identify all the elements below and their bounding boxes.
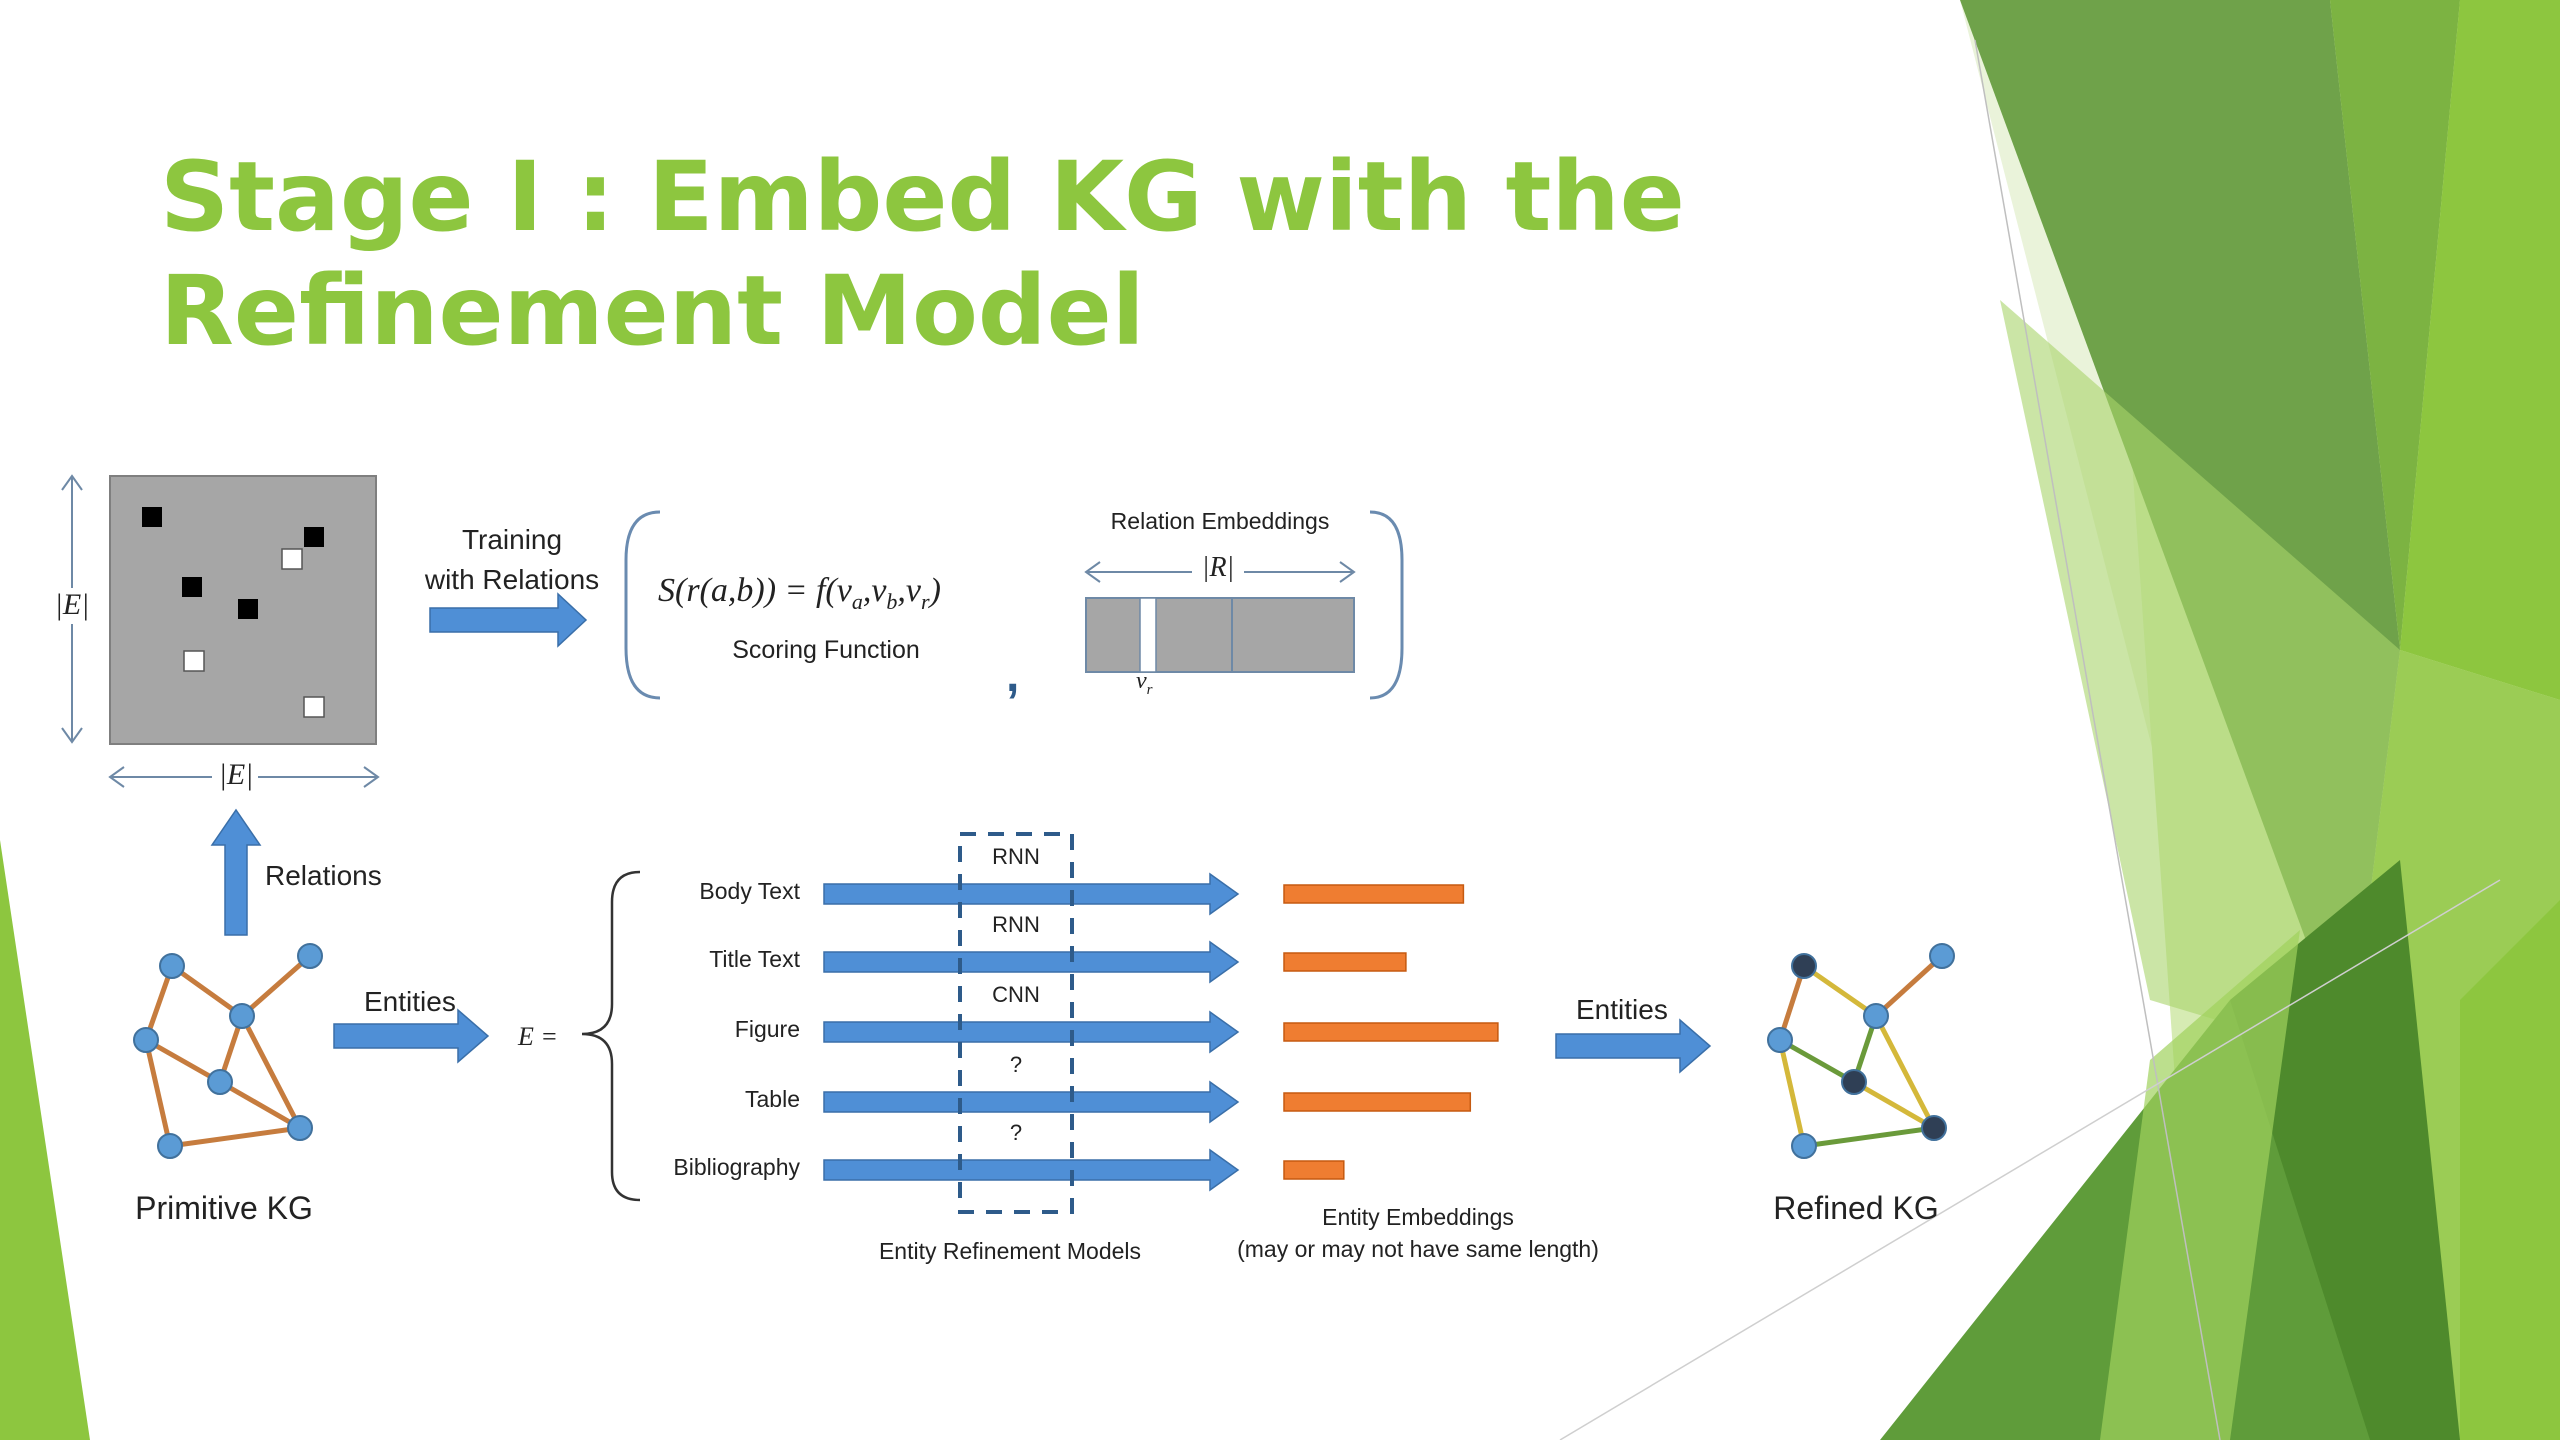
- graph-node: [1921, 1115, 1947, 1141]
- graph-edge: [170, 963, 244, 1019]
- relations-label: Relations: [265, 860, 382, 891]
- graph-edge: [144, 1037, 222, 1085]
- e-equals-label: E =: [518, 1022, 558, 1051]
- graph-node: [229, 1003, 255, 1029]
- entity-embedding-bar-0: [1283, 884, 1465, 904]
- row-model-3: ?: [1009, 1052, 1023, 1077]
- row-name-0: Body Text: [699, 878, 800, 904]
- matrix-bottom-dim-label: |E|: [218, 758, 254, 792]
- row-model-2: CNN: [992, 982, 1040, 1007]
- graph-edge: [1874, 954, 1944, 1018]
- title-line-1: Stage I : Embed KG with the: [160, 141, 1685, 253]
- adjacency-matrix: [109, 475, 377, 745]
- graph-edge: [1778, 1037, 1856, 1085]
- refinement-models-label: Entity Refinement Models: [878, 1238, 1142, 1264]
- scoring-function-label: Scoring Function: [732, 636, 920, 664]
- matrix-dimension-arrows: [61, 474, 380, 788]
- graph-node: [287, 1115, 313, 1141]
- relation-embedding-bar: [1085, 597, 1355, 673]
- training-label-line2: with Relations: [424, 564, 600, 595]
- graph-edge: [169, 1125, 301, 1149]
- scoring-formula: S(r(a,b)) = f(va,vb,vr): [658, 572, 941, 614]
- graph-edge: [1777, 1039, 1807, 1147]
- comma-separator: ,: [1006, 649, 1020, 702]
- row-arrow-3: [823, 1080, 1240, 1124]
- graph-node: [1929, 943, 1955, 969]
- graph-node: [1767, 1027, 1793, 1053]
- graph-node: [207, 1069, 233, 1095]
- relation-dim-label: |R|: [1197, 552, 1239, 584]
- entity-embeddings-label-line1: Entity Embeddings: [1322, 1204, 1514, 1230]
- entity-embedding-bar-1: [1283, 952, 1407, 972]
- relation-vector-label: vr: [1136, 668, 1153, 698]
- row-arrow-1: [823, 940, 1240, 984]
- graph-edge: [1803, 1125, 1935, 1149]
- graph-node: [133, 1027, 159, 1053]
- entity-embedding-bar-3: [1283, 1092, 1472, 1112]
- graph-edge: [143, 1039, 173, 1147]
- graph-node: [1863, 1003, 1889, 1029]
- graph-node: [159, 953, 185, 979]
- graph-edge: [143, 965, 175, 1041]
- row-model-1: RNN: [992, 912, 1040, 937]
- entities-arrow-right: [1555, 1018, 1712, 1074]
- row-arrow-4: [823, 1148, 1240, 1192]
- row-name-2: Figure: [734, 1016, 800, 1042]
- graph-edge: [239, 1014, 303, 1130]
- row-arrow-2: [823, 1010, 1240, 1054]
- left-paren: [624, 510, 661, 700]
- relation-dim-arrow: [1084, 561, 1356, 583]
- row-model-4: ?: [1009, 1120, 1023, 1145]
- entities-arrow-left: [333, 1008, 490, 1064]
- training-arrow: [429, 592, 588, 648]
- title-line-2: Refinement Model: [160, 255, 1145, 367]
- slide-title: Stage I : Embed KG with the Refinement M…: [160, 140, 1860, 368]
- graph-node: [1791, 953, 1817, 979]
- left-green-sliver: [0, 840, 90, 1440]
- graph-edge: [218, 1079, 302, 1131]
- primitive-kg-graph: [133, 943, 323, 1159]
- graph-edge: [1852, 1079, 1936, 1131]
- refined-kg-graph: [1767, 943, 1955, 1159]
- training-label-line1: Training: [461, 524, 563, 555]
- entity-embeddings-label-line2: (may or may not have same length): [1237, 1236, 1599, 1262]
- entity-rows: [823, 872, 1499, 1192]
- row-name-1: Title Text: [709, 946, 800, 972]
- matrix-left-dim-label: |E|: [54, 588, 90, 622]
- entity-curly-brace: [581, 870, 641, 1202]
- graph-node: [297, 943, 323, 969]
- graph-edge: [1873, 1014, 1937, 1130]
- relation-embeddings-title: Relation Embeddings: [1110, 508, 1330, 534]
- row-name-3: Table: [745, 1086, 800, 1112]
- row-arrow-0: [823, 872, 1240, 916]
- primitive-kg-label: Primitive KG: [135, 1190, 313, 1226]
- graph-edge: [1802, 963, 1878, 1019]
- row-model-0: RNN: [992, 844, 1040, 869]
- decorative-green-facets: [1559, 0, 2560, 1440]
- row-name-4: Bibliography: [673, 1154, 800, 1180]
- entity-embedding-bar-4: [1283, 1160, 1345, 1180]
- refined-kg-label: Refined KG: [1773, 1190, 1939, 1226]
- graph-edge: [240, 954, 312, 1018]
- right-paren: [1369, 510, 1404, 700]
- refinement-models-box: [958, 832, 1074, 1214]
- entities-label-right: Entities: [1576, 994, 1668, 1025]
- graph-node: [157, 1133, 183, 1159]
- relations-up-arrow: [210, 808, 262, 936]
- graph-node: [1791, 1133, 1817, 1159]
- entities-label-left: Entities: [364, 986, 456, 1017]
- graph-node: [1841, 1069, 1867, 1095]
- entity-embedding-bar-2: [1283, 1022, 1499, 1042]
